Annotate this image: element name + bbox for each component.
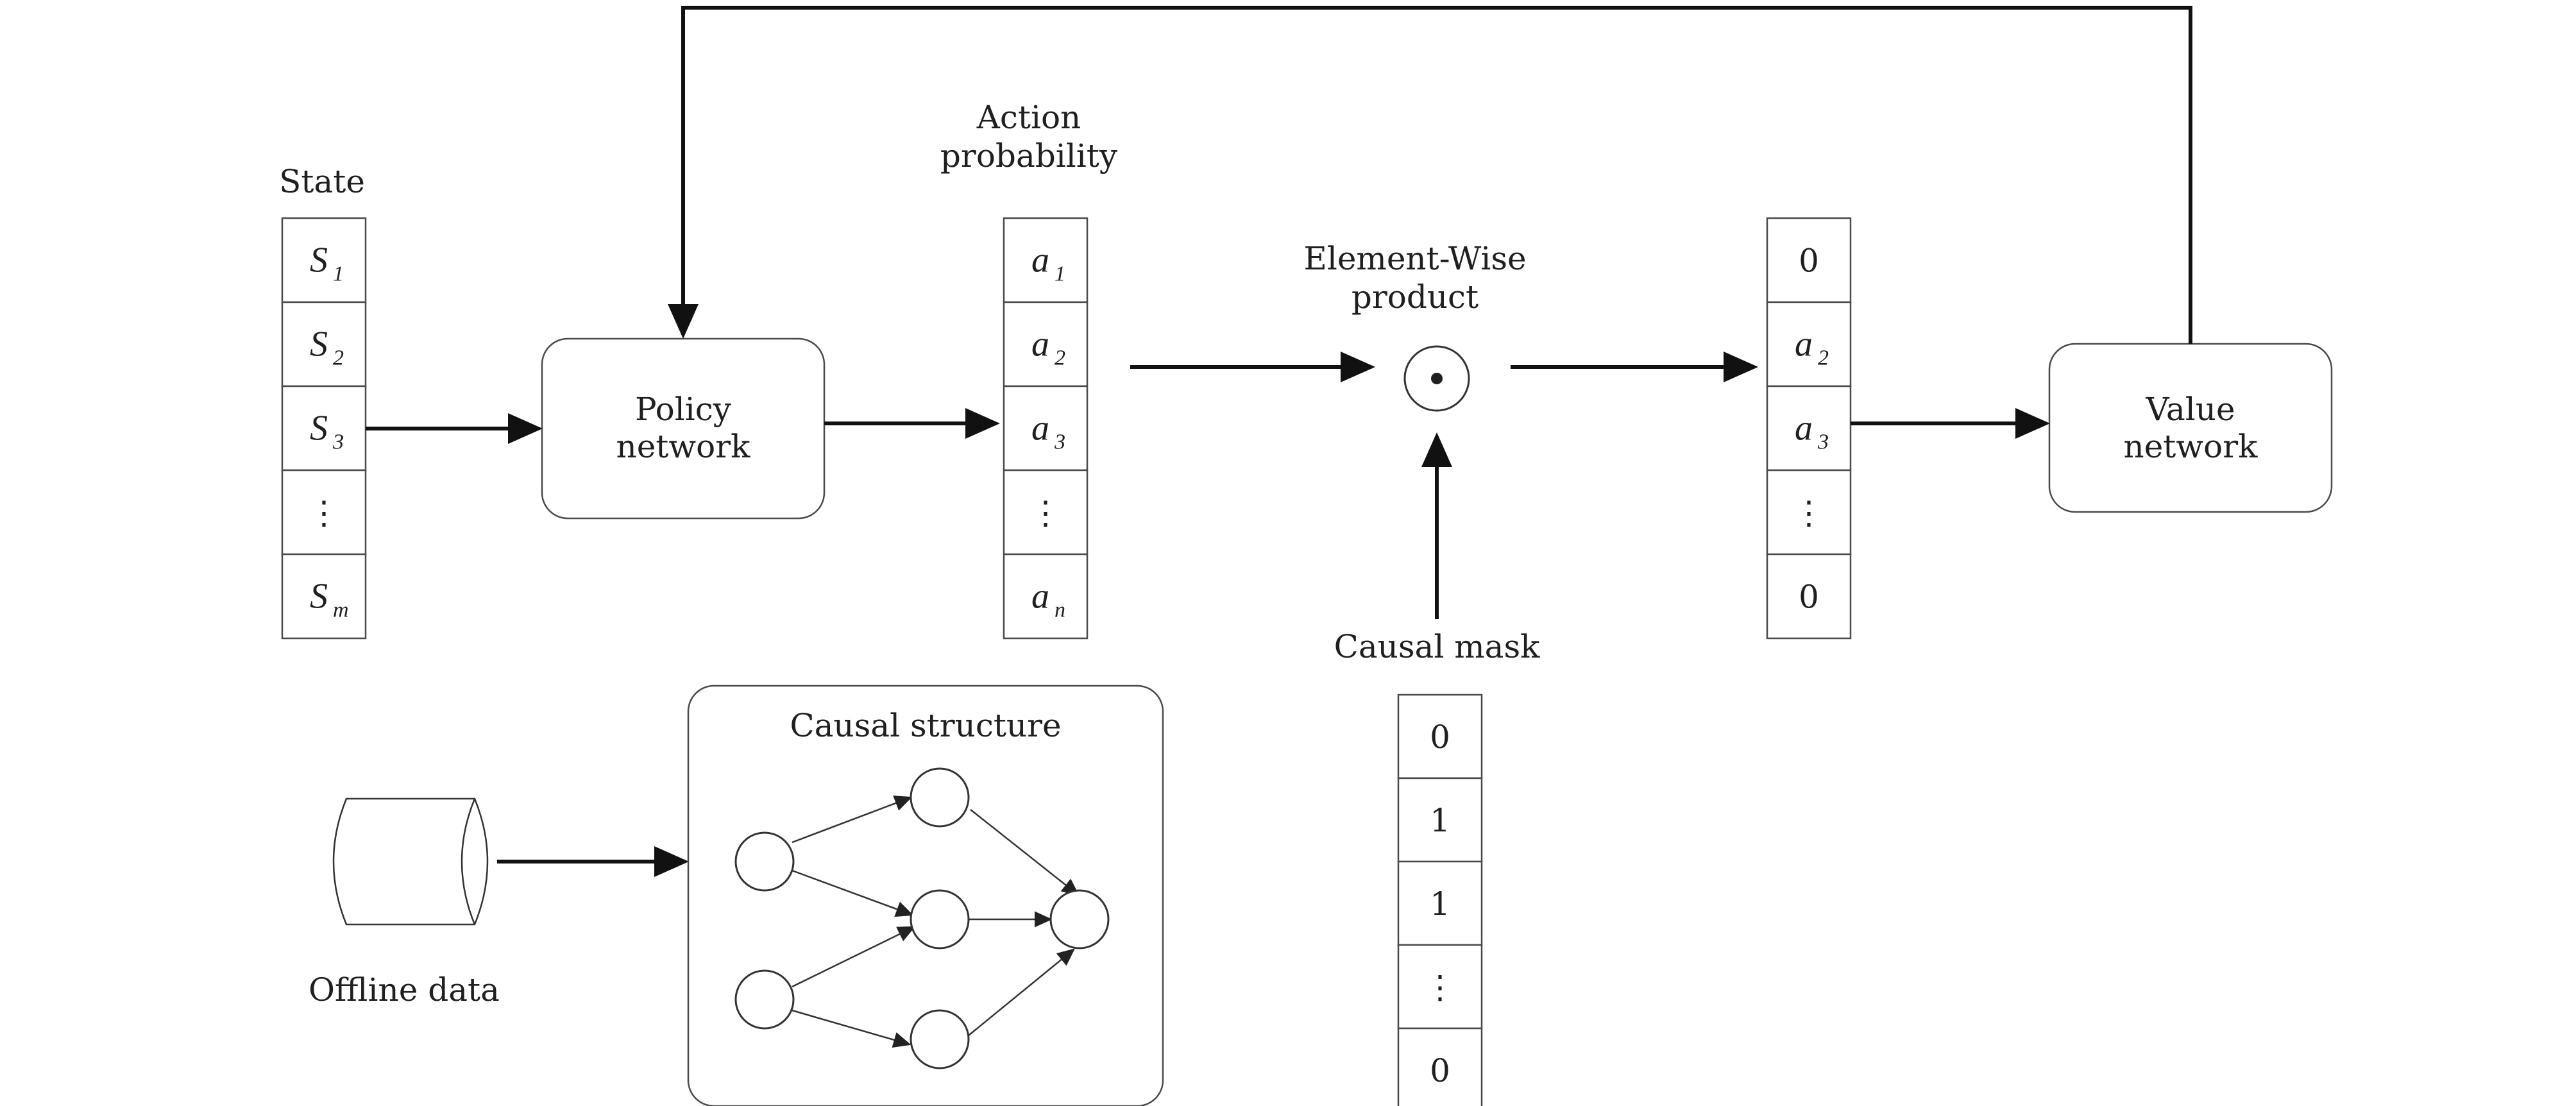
edge-b-f (970, 809, 1080, 896)
masked-vector-cell (1766, 301, 1852, 387)
state-vector-cell-text: S (310, 409, 328, 448)
state-vector-cell (281, 385, 367, 472)
causal-mask-vector-cell-text: 0 (1430, 719, 1450, 756)
state-vector-cell-subscript: 1 (333, 262, 344, 286)
causal-mask-vector-cell (1397, 693, 1483, 779)
causal-mask-label: Causal mask (1334, 628, 1541, 665)
state-vector-cell-subscript: 3 (332, 430, 344, 454)
action-probability-label-line2: probability (940, 137, 1118, 174)
masked-vector-cell (1766, 553, 1852, 640)
action-vector-cell-subscript: n (1055, 599, 1065, 622)
masked-vector-cell (1766, 469, 1852, 556)
edge-a-b (792, 795, 913, 844)
edge-a-c (792, 869, 914, 917)
state-vector-cell (281, 217, 367, 303)
action-vector-cell-text: a (1031, 241, 1049, 280)
value-network-box: Value network (2048, 343, 2333, 513)
masked-vector-cell-subscript: 2 (1818, 346, 1829, 370)
edge-d-c (792, 926, 916, 988)
causal-mask-vector-cell-text: 1 (1430, 885, 1450, 923)
arrow-value-feedback-to-policy (668, 6, 2192, 344)
state-vector-cell-subscript: 2 (333, 346, 344, 370)
element-wise-label-line1: Element-Wise (1303, 240, 1526, 277)
action-vector-cell-text: a (1031, 325, 1049, 364)
causal-mask-vector-cell (1397, 1027, 1483, 1106)
causal-structure-box: Causal structure (687, 685, 1164, 1106)
state-vector-cell-text: S (310, 325, 328, 364)
causal-node-d (734, 969, 795, 1030)
action-vector-cell-subscript: 3 (1054, 430, 1065, 454)
action-vector-cell (1003, 469, 1089, 556)
element-wise-product-operator (1403, 345, 1470, 412)
action-probability-label-line1: Action (976, 99, 1081, 136)
causal-mask-vector-cell (1397, 944, 1483, 1030)
causal-mask-vector-cell (1397, 860, 1483, 946)
element-wise-label-line2: product (1352, 278, 1479, 316)
state-label: State (279, 163, 365, 200)
causal-structure-title: Causal structure (790, 707, 1061, 744)
causal-node-e (910, 1009, 970, 1069)
state-vector-cell (281, 301, 367, 387)
policy-network-label-line1: Policy (635, 391, 732, 428)
value-network-label-line2: network (2124, 428, 2258, 465)
masked-vector-cell-text: ⋮ (1793, 495, 1825, 532)
policy-network-box: Policy network (541, 337, 826, 520)
action-vector-cell-subscript: 1 (1055, 262, 1065, 286)
offline-data-label: Offline data (309, 971, 500, 1008)
causal-node-c (910, 889, 970, 949)
masked-vector-cell (1766, 217, 1852, 303)
edge-d-e (792, 1009, 911, 1048)
edge-e-f (968, 948, 1075, 1036)
action-vector-cell-subscript: 2 (1055, 346, 1065, 370)
masked-vector-cell-text: 0 (1799, 242, 1819, 280)
action-vector-cell-text: a (1031, 409, 1049, 448)
masked-vector-cell-subscript: 3 (1817, 430, 1829, 454)
policy-network-label-line2: network (616, 428, 751, 465)
causal-node-f (1049, 889, 1110, 949)
causal-mask-vector-cell-text: 1 (1430, 802, 1450, 839)
causal-mask-vector-cell (1397, 777, 1483, 863)
state-vector-cell (281, 553, 367, 640)
action-vector-cell (1003, 553, 1089, 640)
state-vector-cell (281, 469, 367, 556)
action-vector-cell-text: a (1031, 577, 1049, 617)
state-vector-cell-subscript: m (333, 599, 349, 622)
value-network-label-line1: Value (2145, 391, 2235, 428)
state-vector-cell-text: S (310, 241, 328, 280)
masked-vector-cell (1766, 385, 1852, 472)
offline-data-cylinder-icon (332, 797, 489, 926)
causal-node-a (734, 831, 795, 892)
causal-mask-vector: 0 1 1 ⋮ 0 (1397, 693, 1483, 1106)
state-vector-cell-text: S (310, 577, 328, 617)
action-vector-cell-text: ⋮ (1030, 495, 1062, 532)
state-vector-cell-text: ⋮ (308, 495, 340, 532)
causal-mask-vector-cell-text: ⋮ (1424, 969, 1456, 1006)
causal-mask-vector-cell-text: 0 (1430, 1052, 1450, 1089)
masked-vector-cell-text: a (1795, 325, 1813, 364)
action-vector-cell (1003, 301, 1089, 387)
masked-vector-cell-text: a (1795, 409, 1813, 448)
action-vector-cell (1003, 385, 1089, 472)
causal-node-b (910, 767, 970, 828)
masked-vector-cell-text: 0 (1799, 579, 1819, 616)
